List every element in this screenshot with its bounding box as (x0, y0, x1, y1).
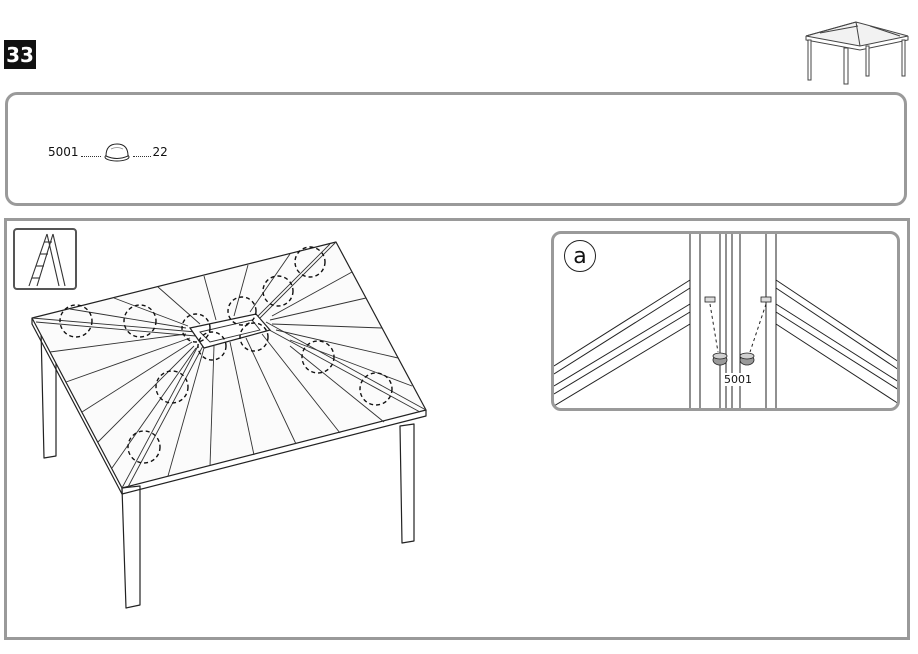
leader-dots (80, 155, 101, 157)
detail-a-panel: a 5001 (551, 231, 900, 411)
detail-a-illustration (554, 234, 897, 408)
dashed-circle-callout-icon (59, 246, 393, 464)
leader-dots (132, 155, 151, 157)
step-number-badge: 33 (4, 40, 36, 69)
parts-list-panel: 5001 22 (5, 92, 907, 206)
detail-a-label: a (564, 240, 596, 272)
main-illustration-panel (4, 218, 910, 640)
part-number: 5001 (48, 145, 79, 159)
gazebo-thumbnail-icon (805, 21, 909, 85)
part-row: 5001 22 (48, 137, 168, 167)
cap-plug-icon (104, 143, 130, 162)
detail-part-number: 5001 (723, 373, 753, 386)
part-quantity: 22 (152, 145, 168, 159)
tool-ladder-panel (13, 228, 77, 290)
detail-label-text: a (573, 243, 587, 269)
step-number: 33 (6, 42, 34, 67)
ladder-icon (28, 233, 66, 287)
